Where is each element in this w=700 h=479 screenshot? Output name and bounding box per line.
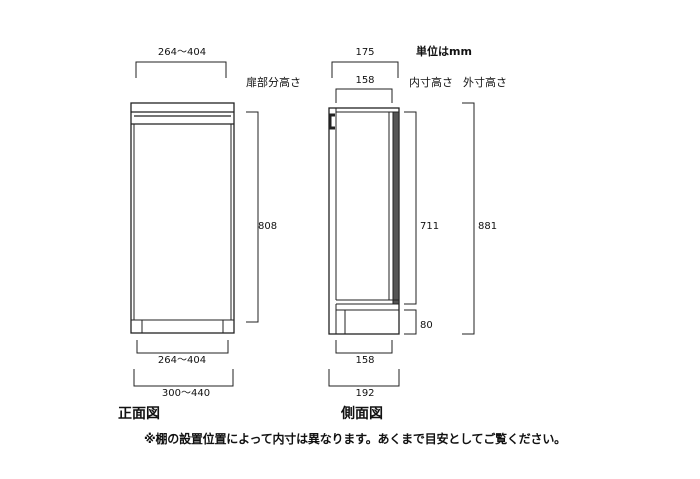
side-base-height-value: 80 xyxy=(420,320,433,331)
side-view-drawing xyxy=(328,61,475,387)
front-door-height-bracket xyxy=(246,111,259,323)
side-top-outer-bracket xyxy=(331,61,399,78)
side-bottom-outer-bracket xyxy=(328,369,400,387)
side-door-handle xyxy=(328,113,335,130)
front-view-drawing xyxy=(130,61,259,387)
front-bottom-inner-bracket xyxy=(136,340,229,354)
door-height-caption: 扉部分高さ xyxy=(246,76,301,89)
side-outer-height-value: 881 xyxy=(478,221,498,232)
front-outer-width-label: 300～440 xyxy=(161,388,211,399)
side-top-inner-label: 158 xyxy=(355,75,375,86)
front-door-panel xyxy=(133,123,232,321)
front-door-height-value: 808 xyxy=(258,221,278,232)
side-base-height-bracket xyxy=(404,309,417,335)
side-inner-height-bracket xyxy=(404,111,417,305)
front-cabinet-outline xyxy=(130,102,235,334)
side-bottom-outer-label: 192 xyxy=(355,388,375,399)
side-bottom-inner-bracket xyxy=(335,340,393,354)
disclaimer-note: ※棚の設置位置によって内寸は異なります。あくまで目安としてご覧ください。 xyxy=(144,432,566,446)
front-view-title: 正面図 xyxy=(118,406,160,422)
front-top-width-bracket xyxy=(135,61,227,78)
unit-label: 単位はmm xyxy=(416,45,472,58)
front-top-width-label: 264～404 xyxy=(157,47,207,58)
side-top-inner-bracket xyxy=(335,88,393,103)
side-back-panel xyxy=(392,111,400,305)
front-bottom-inner-label: 264～404 xyxy=(157,355,207,366)
side-bottom-inner-label: 158 xyxy=(355,355,375,366)
side-outer-height-bracket xyxy=(462,102,475,335)
inner-height-caption: 内寸高さ xyxy=(409,76,453,89)
side-view-title: 側面図 xyxy=(341,406,383,422)
outer-height-caption: 外寸高さ xyxy=(463,76,507,89)
front-outer-width-bracket xyxy=(133,369,234,387)
side-top-outer-label: 175 xyxy=(355,47,375,58)
side-inner-height-value: 711 xyxy=(420,221,440,232)
